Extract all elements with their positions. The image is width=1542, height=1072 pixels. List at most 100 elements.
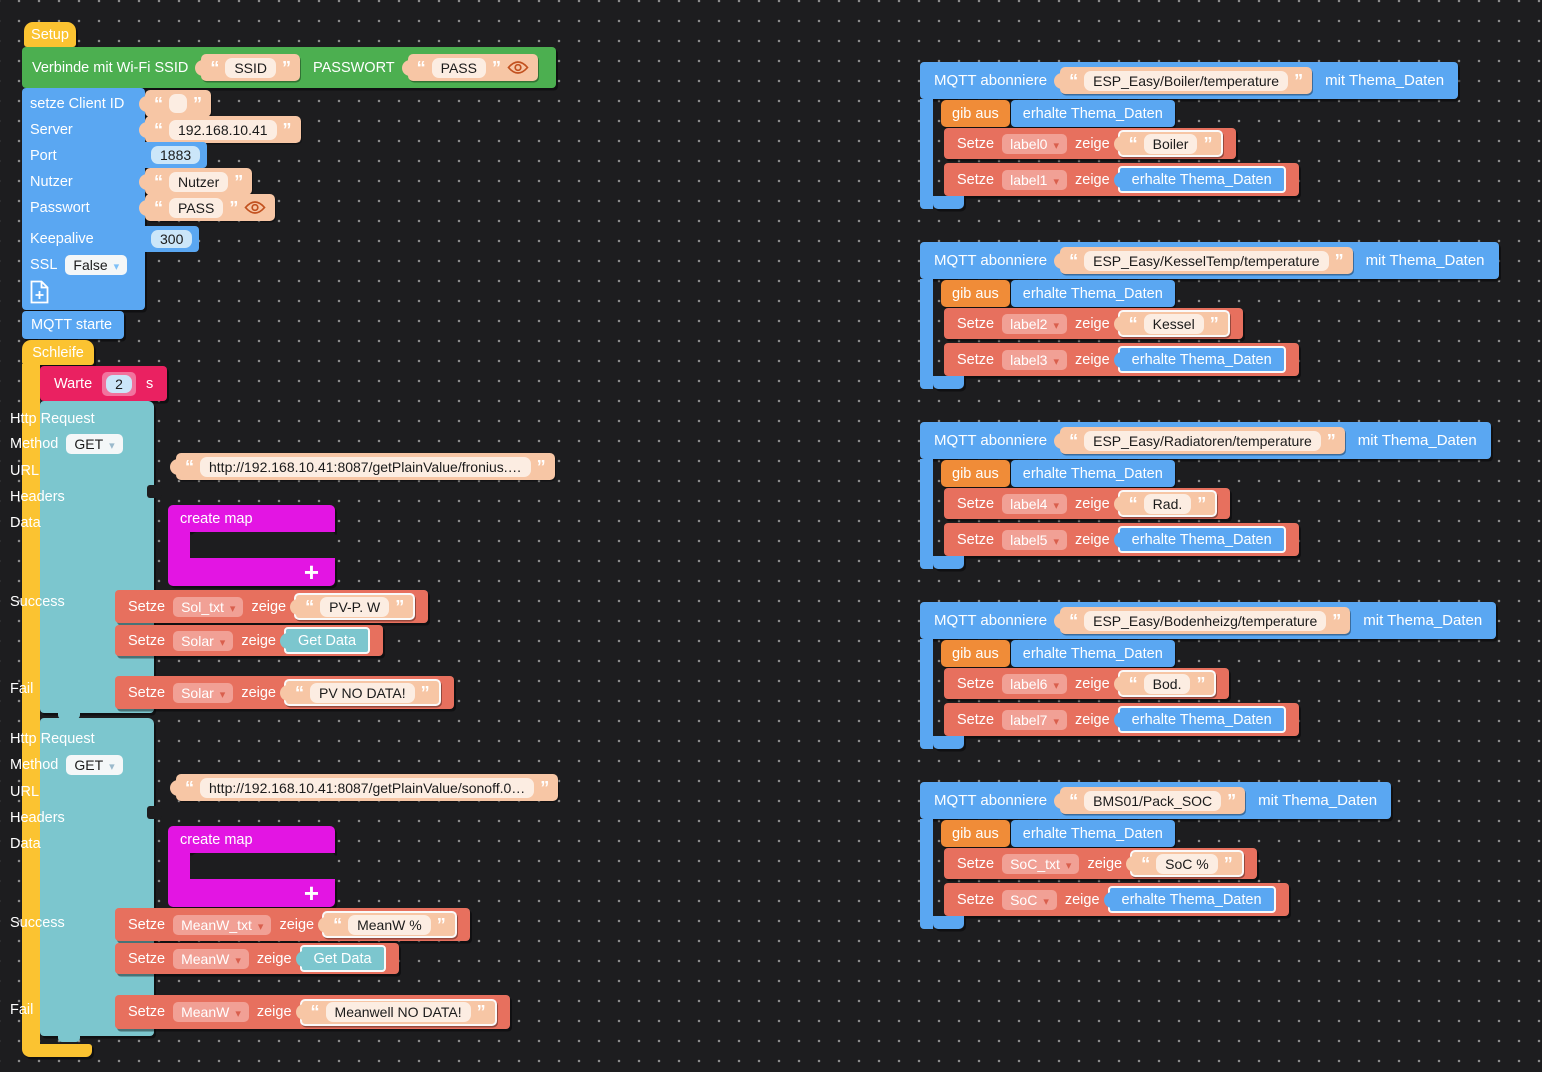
eye-icon[interactable] <box>244 200 266 215</box>
set-variable-block[interactable]: Setze label2 zeige Kessel <box>944 308 1243 339</box>
client-id-field[interactable] <box>169 94 187 113</box>
plus-icon[interactable] <box>304 880 319 906</box>
variable-dropdown[interactable]: label2 <box>1002 313 1067 334</box>
string-field[interactable]: MeanW % <box>348 914 431 935</box>
variable-dropdown[interactable]: Solar <box>173 682 234 703</box>
client-id-socket[interactable] <box>139 90 211 117</box>
variable-dropdown[interactable]: label0 <box>1002 133 1067 154</box>
string-value-socket[interactable]: SoC % <box>1126 850 1244 877</box>
string-field[interactable]: SoC % <box>1156 853 1218 874</box>
topic-socket[interactable]: ESP_Easy/Boiler/temperature <box>1054 67 1313 94</box>
wait-seconds-field[interactable]: 2 <box>106 374 132 393</box>
set-variable-block[interactable]: Setze label0 zeige Boiler <box>944 128 1237 159</box>
set-variable-block[interactable]: Setze label3 zeige erhalte Thema_Daten <box>944 343 1299 376</box>
wait-block[interactable]: Warte 2 s <box>40 366 168 401</box>
string-value-socket[interactable]: PV NO DATA! <box>279 679 441 706</box>
set-variable-block[interactable]: Setze label6 zeige Bod. <box>944 668 1230 699</box>
receive-topic-data-block[interactable]: erhalte Thema_Daten <box>1010 100 1175 127</box>
topic-field[interactable]: ESP_Easy/Boiler/temperature <box>1084 70 1289 91</box>
port-field[interactable]: 1883 <box>151 146 201 164</box>
plus-icon[interactable] <box>304 559 319 585</box>
string-field[interactable]: Boiler <box>1143 133 1198 154</box>
wifi-password-socket[interactable]: PASS <box>401 54 538 81</box>
variable-dropdown[interactable]: Solar <box>173 630 234 651</box>
string-field[interactable]: PV NO DATA! <box>309 682 415 703</box>
print-block[interactable]: gib aus <box>941 280 1010 307</box>
url-socket[interactable]: http://192.168.10.41:8087/getPlainValue/… <box>169 774 559 801</box>
variable-dropdown[interactable]: SoC <box>1002 889 1057 910</box>
wifi-connect-block[interactable]: Verbinde mit Wi-Fi SSID SSID PASSWORT PA… <box>22 47 556 88</box>
variable-dropdown[interactable]: label7 <box>1002 709 1067 730</box>
string-value-socket[interactable]: Bod. <box>1113 670 1217 697</box>
receive-topic-data-block[interactable]: erhalte Thema_Daten <box>1010 460 1175 487</box>
string-field[interactable]: Bod. <box>1143 673 1191 694</box>
mqtt-subscribe-block[interactable]: MQTT abonniere ESP_Easy/KesselTemp/tempe… <box>920 242 1499 279</box>
print-block[interactable]: gib aus <box>941 640 1010 667</box>
topic-socket[interactable]: BMS01/Pack_SOC <box>1054 787 1246 814</box>
method-dropdown[interactable]: GET <box>66 434 123 454</box>
mqtt-subscribe-block[interactable]: MQTT abonniere BMS01/Pack_SOC mit Thema_… <box>920 782 1392 819</box>
setup-hat-block[interactable]: Setup <box>24 22 76 47</box>
receive-topic-data-block[interactable]: erhalte Thema_Daten <box>1010 640 1175 667</box>
get-data-block[interactable]: Get Data <box>295 945 386 972</box>
method-dropdown[interactable]: GET <box>66 755 123 775</box>
password-socket[interactable]: PASS <box>138 194 276 221</box>
variable-dropdown[interactable]: MeanW <box>173 948 249 969</box>
string-value-socket[interactable]: Kessel <box>1113 310 1230 337</box>
set-variable-block[interactable]: Setze label4 zeige Rad. <box>944 488 1231 519</box>
set-variable-block[interactable]: Setze MeanW_txt zeige MeanW % <box>115 908 470 941</box>
print-block[interactable]: gib aus <box>941 460 1010 487</box>
receive-topic-data-block[interactable]: erhalte Thema_Daten <box>1010 280 1175 307</box>
receive-topic-data-block[interactable]: erhalte Thema_Daten <box>1113 166 1286 193</box>
set-variable-block[interactable]: Setze label1 zeige erhalte Thema_Daten <box>944 163 1299 196</box>
variable-dropdown[interactable]: label1 <box>1002 169 1067 190</box>
string-value-socket[interactable]: PV-P. W <box>290 593 416 620</box>
variable-dropdown[interactable]: MeanW_txt <box>173 914 272 935</box>
user-socket[interactable]: Nutzer <box>138 168 253 195</box>
server-socket[interactable]: 192.168.10.41 <box>139 116 301 143</box>
variable-dropdown[interactable]: label4 <box>1002 493 1067 514</box>
server-field[interactable]: 192.168.10.41 <box>169 119 277 140</box>
user-field[interactable]: Nutzer <box>169 171 229 192</box>
topic-field[interactable]: ESP_Easy/Radiatoren/temperature <box>1084 430 1321 451</box>
password-field[interactable]: PASS <box>169 197 224 218</box>
set-variable-block[interactable]: Setze SoC zeige erhalte Thema_Daten <box>944 883 1289 916</box>
receive-topic-data-block[interactable]: erhalte Thema_Daten <box>1103 886 1276 913</box>
loop-hat-block[interactable]: Schleife <box>22 340 94 365</box>
keepalive-field[interactable]: 300 <box>151 230 193 248</box>
mqtt-config-block[interactable]: setze Client ID Server Port Nutzer Passw… <box>22 88 145 310</box>
wifi-password-field[interactable]: PASS <box>431 57 486 78</box>
set-variable-block[interactable]: Setze Solar zeige Get Data <box>115 625 384 656</box>
topic-field[interactable]: ESP_Easy/KesselTemp/temperature <box>1084 250 1329 271</box>
set-variable-block[interactable]: Setze label7 zeige erhalte Thema_Daten <box>944 703 1299 736</box>
string-field[interactable]: Rad. <box>1143 493 1192 514</box>
mqtt-subscribe-block[interactable]: MQTT abonniere ESP_Easy/Boiler/temperatu… <box>920 62 1459 99</box>
variable-dropdown[interactable]: SoC_txt <box>1002 853 1080 874</box>
string-value-socket[interactable]: MeanW % <box>318 911 457 938</box>
ssid-field[interactable]: SSID <box>225 57 277 78</box>
loop-left-bar[interactable] <box>22 364 40 1045</box>
set-variable-block[interactable]: Setze Solar zeige PV NO DATA! <box>115 676 454 709</box>
loop-bottom-bar[interactable] <box>22 1044 92 1057</box>
set-variable-block[interactable]: Setze MeanW zeige Meanwell NO DATA! <box>115 995 510 1029</box>
set-variable-block[interactable]: Setze Sol_txt zeige PV-P. W <box>115 590 429 623</box>
variable-dropdown[interactable]: MeanW <box>173 1002 249 1022</box>
string-value-socket[interactable]: Meanwell NO DATA! <box>295 998 497 1026</box>
topic-socket[interactable]: ESP_Easy/Bodenheizg/temperature <box>1054 607 1351 634</box>
receive-topic-data-block[interactable]: erhalte Thema_Daten <box>1113 346 1286 373</box>
set-variable-block[interactable]: Setze SoC_txt zeige SoC % <box>944 848 1257 879</box>
ssl-dropdown[interactable]: False <box>65 255 128 275</box>
topic-socket[interactable]: ESP_Easy/Radiatoren/temperature <box>1054 427 1345 454</box>
string-field[interactable]: PV-P. W <box>320 596 390 617</box>
receive-topic-data-block[interactable]: erhalte Thema_Daten <box>1113 526 1286 553</box>
ssid-value-socket[interactable]: SSID <box>195 54 301 81</box>
get-data-block[interactable]: Get Data <box>279 627 371 654</box>
variable-dropdown[interactable]: label6 <box>1002 673 1067 694</box>
topic-socket[interactable]: ESP_Easy/KesselTemp/temperature <box>1054 247 1353 274</box>
string-field[interactable]: Meanwell NO DATA! <box>325 1002 471 1022</box>
topic-field[interactable]: ESP_Easy/Bodenheizg/temperature <box>1084 610 1327 631</box>
create-map-block[interactable]: create map <box>168 826 335 853</box>
receive-topic-data-block[interactable]: erhalte Thema_Daten <box>1010 820 1175 847</box>
variable-dropdown[interactable]: Sol_txt <box>173 596 244 617</box>
url-field[interactable]: http://192.168.10.41:8087/getPlainValue/… <box>200 456 531 477</box>
